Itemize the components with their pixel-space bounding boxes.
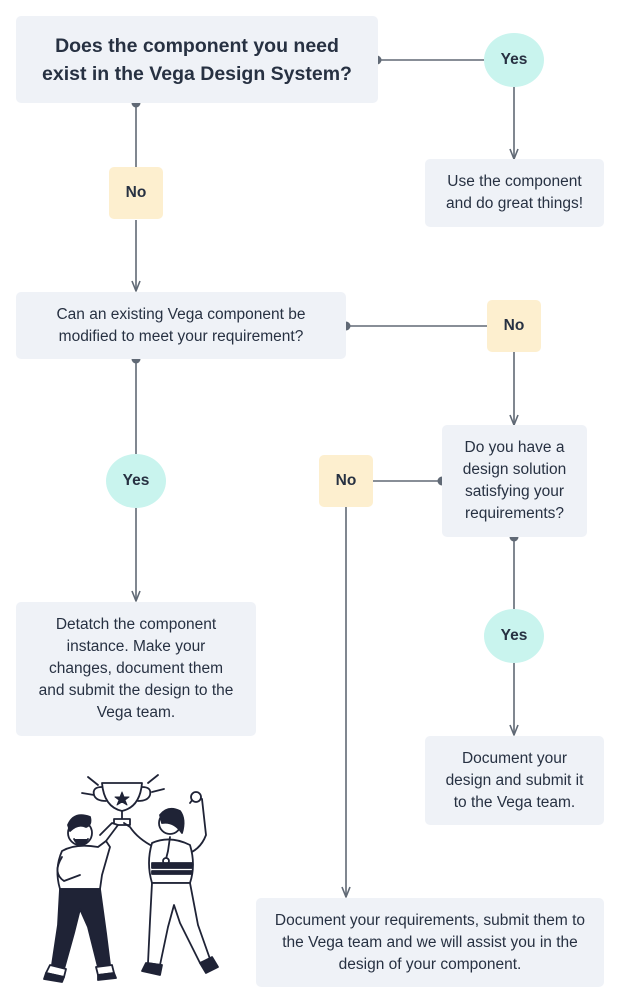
yes-label-solution: Yes bbox=[484, 609, 544, 663]
question-design-solution-text: Do you have a design solution satisfying… bbox=[462, 439, 567, 522]
detach-instance-text: Detatch the component instance. Make you… bbox=[38, 616, 234, 721]
document-design-box: Document your design and submit it to th… bbox=[425, 736, 604, 825]
question-component-exists: Does the component you need exist in the… bbox=[16, 16, 378, 103]
document-requirements-text: Document your requirements, submit them … bbox=[274, 911, 586, 973]
use-component-text: Use the component and do great things! bbox=[445, 173, 584, 212]
question-modify-existing-text: Can an existing Vega component be modifi… bbox=[56, 305, 306, 345]
document-design-text: Document your design and submit it to th… bbox=[445, 749, 584, 811]
detach-instance-box: Detatch the component instance. Make you… bbox=[16, 602, 256, 736]
use-component-box: Use the component and do great things! bbox=[425, 159, 604, 227]
yes-label-modify: Yes bbox=[106, 454, 166, 508]
no-label-modify: No bbox=[487, 300, 541, 352]
question-component-exists-text: Does the component you need exist in the… bbox=[42, 34, 352, 85]
question-modify-existing: Can an existing Vega component be modifi… bbox=[16, 292, 346, 359]
no-label-solution: No bbox=[319, 455, 373, 507]
question-design-solution: Do you have a design solution satisfying… bbox=[442, 425, 587, 537]
yes-label-exists: Yes bbox=[484, 33, 544, 87]
trophy-celebration-illustration bbox=[43, 774, 219, 983]
document-requirements-box: Document your requirements, submit them … bbox=[256, 898, 604, 987]
no-label-exists: No bbox=[109, 167, 163, 219]
